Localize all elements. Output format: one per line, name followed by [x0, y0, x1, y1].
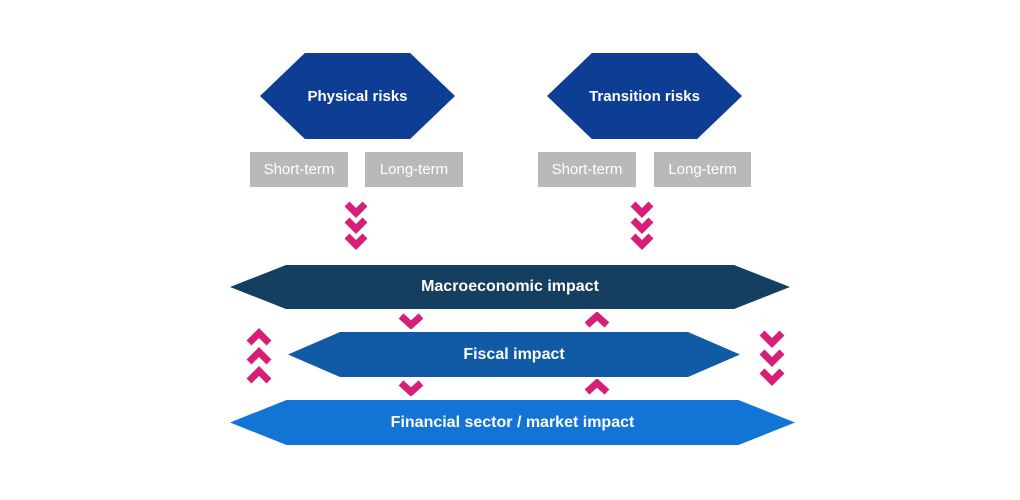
risk-hexagon-physical: Physical risks: [260, 53, 455, 139]
risk-hexagon-transition: Transition risks: [547, 53, 742, 139]
right-flank-down-chevrons-icon: [759, 330, 785, 386]
chip-physical-short-term: Short-term: [250, 152, 348, 187]
macroeconomic-impact-label: Macroeconomic impact: [421, 278, 599, 295]
fiscal-to-financial-down-chevron-icon: [398, 380, 424, 396]
financial-sector-market-impact-label: Financial sector / market impact: [390, 413, 635, 431]
financial-to-fiscal-up-chevron-icon: [584, 379, 610, 395]
physical-risks-label: Physical risks: [307, 87, 408, 105]
chip-physical-long-term: Long-term: [365, 152, 463, 187]
bar-financial-sector-market-impact: Financial sector / market impact: [230, 400, 795, 445]
macro-to-fiscal-down-chevron-icon: [398, 313, 424, 329]
bar-fiscal-impact: Fiscal impact: [288, 332, 740, 377]
transition-risks-label: Transition risks: [589, 87, 700, 105]
transition-cascade-down-chevrons-icon: [630, 201, 654, 250]
fiscal-to-macro-up-chevron-icon: [584, 312, 610, 328]
bar-macroeconomic-impact: Macroeconomic impact: [230, 265, 790, 309]
physical-cascade-down-chevrons-icon: [344, 201, 368, 250]
fiscal-impact-label: Fiscal impact: [463, 345, 565, 363]
chip-transition-long-term: Long-term: [654, 152, 751, 187]
left-flank-up-chevrons-icon: [246, 328, 272, 384]
chip-transition-short-term: Short-term: [538, 152, 636, 187]
